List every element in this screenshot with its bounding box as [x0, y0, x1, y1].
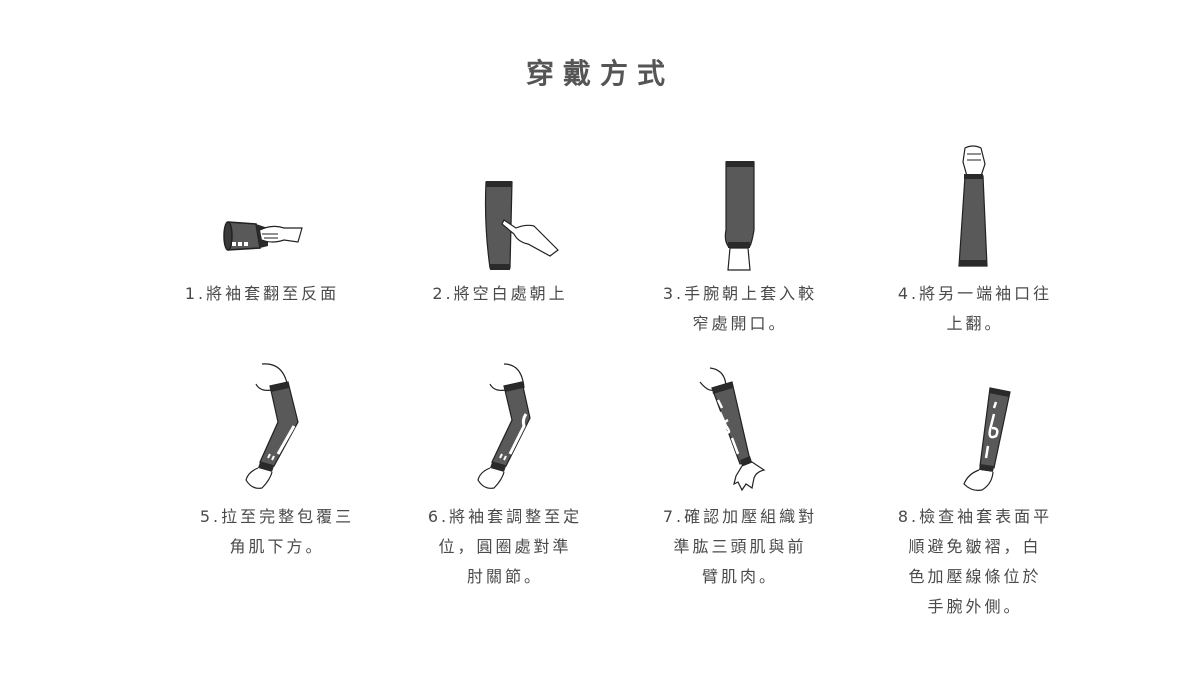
forearm-sleeve-check-icon	[963, 387, 1011, 491]
hand-pointing-sleeve-icon	[484, 181, 559, 270]
page-title: 穿戴方式	[525, 57, 674, 90]
hand-flipping-sleeve-icon	[223, 221, 303, 251]
wrist-into-sleeve-icon	[724, 161, 755, 271]
step-6-caption: 6.將袖套調整至定 位，圓圈處對準 肘關節。	[427, 507, 583, 586]
arm-sleeve-compression-icon	[699, 367, 766, 492]
step-5-caption: 5.拉至完整包覆三 角肌下方。	[199, 507, 355, 556]
step-1-caption: 1.將袖套翻至反面	[184, 284, 340, 303]
step-8-caption: 8.檢查袖套表面平 順避免皺褶，白 色加壓線條位於 手腕外側。	[897, 507, 1053, 616]
step-4-caption: 4.將另一端袖口往 上翻。	[897, 284, 1053, 333]
step-3-caption: 3.手腕朝上套入較 窄處開口。	[662, 284, 818, 333]
step-7-caption: 7.確認加壓組織對 準肱三頭肌與前 臂肌肉。	[662, 507, 818, 586]
fist-sleeve-flipped-icon	[958, 145, 988, 267]
arm-sleeve-pulled-icon	[245, 363, 299, 489]
step-2-caption: 2.將空白處朝上	[432, 284, 568, 303]
arm-sleeve-adjusted-icon	[477, 363, 531, 489]
